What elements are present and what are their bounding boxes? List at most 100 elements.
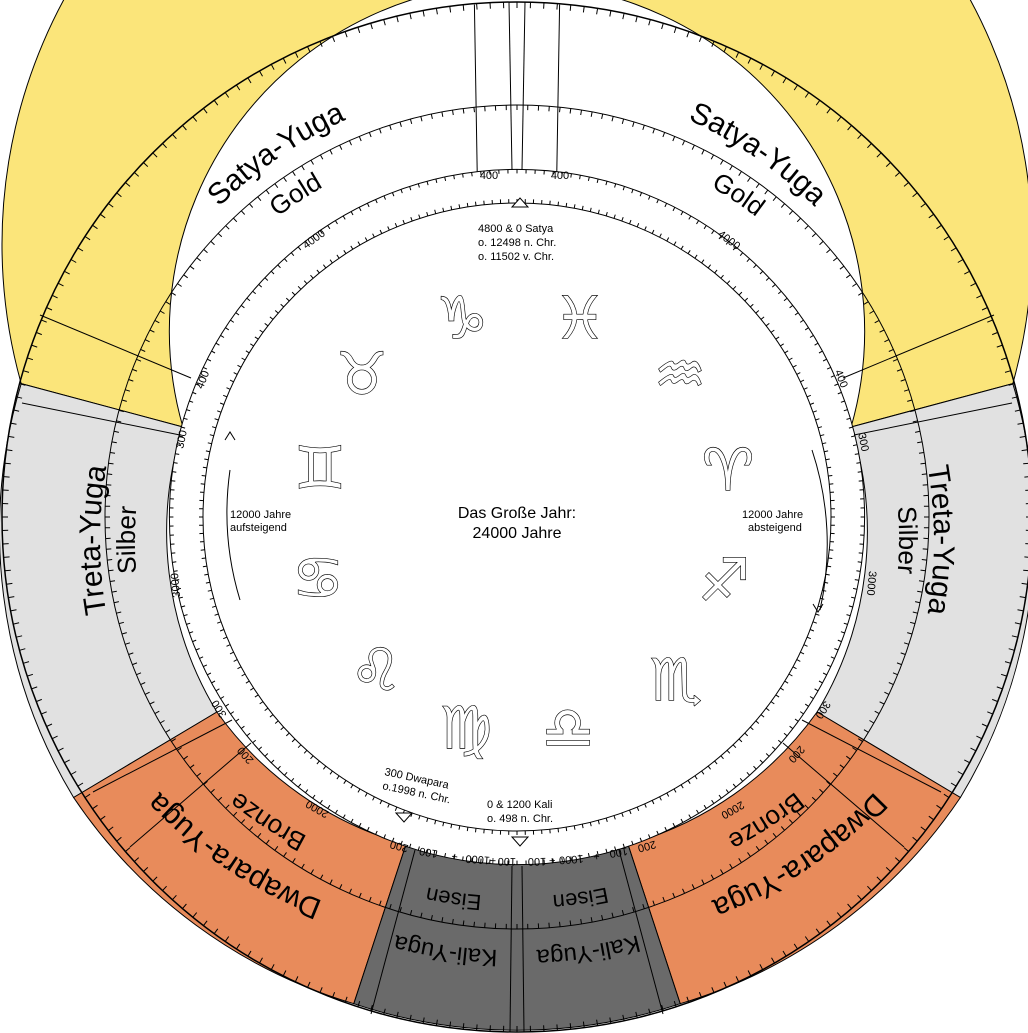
divider-tick <box>171 292 176 296</box>
scale-outer-tick <box>284 771 288 776</box>
scale-inner-tick <box>770 701 775 705</box>
scale-outer-tick <box>366 203 370 208</box>
center-title-line2: 24000 Jahre <box>473 525 562 542</box>
scale-outer-tick <box>358 207 362 212</box>
outer-rim-tick <box>108 203 114 208</box>
scale-outer-tick <box>192 391 197 395</box>
aquarius-icon: ♒ <box>654 340 706 408</box>
scale-inner-tick <box>636 806 640 811</box>
scale-inner-tick <box>744 297 749 302</box>
ascending-arrow <box>226 469 241 601</box>
outer-rim-tick <box>928 815 934 821</box>
divider-tick <box>132 662 138 666</box>
divider-tick <box>274 845 279 851</box>
scale-inner-tick <box>394 806 398 811</box>
scale-outer-tick <box>375 199 378 204</box>
scale-outer-tick <box>814 342 819 346</box>
scale-outer-tick <box>837 391 842 395</box>
scale-outer-tick <box>830 375 835 378</box>
outer-rim-tick <box>698 36 703 42</box>
outer-rim-tick <box>826 108 831 114</box>
outer-rim-tick <box>51 294 58 299</box>
scale-outer-tick <box>181 605 186 608</box>
divider-tick <box>420 912 423 918</box>
scale-outer-tick <box>696 809 700 814</box>
divider-tick <box>888 348 894 352</box>
scale-inner-tick <box>329 259 333 264</box>
scale-outer-tick <box>843 622 848 625</box>
scale-inner-tick <box>806 394 811 398</box>
scale-inner-tick <box>788 357 793 361</box>
scale-outer-tick <box>176 587 182 590</box>
top-annotation-line2: o. 12498 n. Chr. <box>478 237 556 249</box>
scale-outer-tick <box>596 850 599 856</box>
outer-rim-tick <box>203 108 208 114</box>
divider-tick <box>884 339 890 343</box>
outer-rim-tick <box>970 747 977 752</box>
scale-outer-tick <box>834 383 839 386</box>
divider-tick <box>892 358 898 362</box>
outer-rim-tick <box>307 46 311 53</box>
divider-tick <box>917 441 923 444</box>
scale-outer-tick <box>297 783 302 788</box>
scale-outer-tick <box>417 846 420 851</box>
scale-outer-tick <box>672 207 676 212</box>
outer-rim-tick <box>31 344 38 348</box>
scale-inner-tick <box>817 426 823 429</box>
scale-plus-bl1: + <box>451 850 459 863</box>
scale-outer-tick <box>826 664 831 668</box>
scale-outer-tick <box>771 284 776 288</box>
outer-rim-tick <box>815 100 821 106</box>
zodiac-signs: ♑♓♉♒♊♈♋♐♌♏♍♎ <box>291 283 754 762</box>
scale-inner-tick <box>214 613 219 616</box>
outer-rim-tick <box>981 723 988 727</box>
outer-rim-tick <box>957 771 964 775</box>
scale-inner-tick <box>644 226 647 231</box>
scale-inner-tick <box>233 372 238 375</box>
bottom-annotation-line1: 0 & 1200 Kali <box>487 799 552 811</box>
divider-tick <box>441 917 444 923</box>
outer-rim-tick <box>6 449 13 452</box>
ascending-arrow-head <box>224 431 236 441</box>
divider-tick <box>265 839 270 845</box>
outer-rim-tick <box>976 294 983 299</box>
scale-plus-br1: + <box>549 854 556 866</box>
scale-outer-tick <box>854 579 859 581</box>
outer-rim-tick <box>894 857 901 862</box>
scale-inner-tick <box>765 707 770 711</box>
outer-rim-tick <box>735 976 740 983</box>
divider-tick <box>292 858 296 863</box>
divider-tick <box>909 409 916 413</box>
outer-rim-tick <box>920 203 926 208</box>
divider-tick <box>265 189 270 195</box>
outer-rim-tick <box>344 996 348 1003</box>
divider-tick <box>788 819 794 824</box>
scale-inner-tick <box>450 205 453 210</box>
scale-inner-tick <box>815 613 820 616</box>
scale-outer-tick <box>181 426 186 429</box>
divider-tick <box>329 879 333 885</box>
divider-tick <box>772 832 777 838</box>
scale-inner-tick <box>820 434 825 437</box>
scale-outer-tick <box>319 799 323 804</box>
divider-tick <box>652 128 655 134</box>
scale-inner-tick <box>827 565 832 568</box>
scale-outer-tick <box>304 789 309 794</box>
outer-rim-tick <box>686 31 690 38</box>
scale-outer-tick <box>453 854 455 859</box>
outer-rim-tick <box>331 992 336 998</box>
scale-inner-tick <box>274 310 279 314</box>
scale-inner-tick <box>207 589 212 592</box>
scale-outer-tick <box>857 471 862 473</box>
outer-rim-tick <box>162 885 167 891</box>
divider-tick <box>632 121 635 127</box>
divider-tick <box>399 121 402 127</box>
scale-inner-tick <box>775 694 780 698</box>
divider-tick <box>796 811 801 817</box>
divider-tick <box>110 452 116 454</box>
divider-tick <box>409 118 413 125</box>
scale-inner-tick <box>694 775 698 780</box>
outer-rim-tick <box>596 1019 599 1026</box>
scale-outer-tick <box>270 270 275 275</box>
scale-inner-tick <box>803 644 808 647</box>
